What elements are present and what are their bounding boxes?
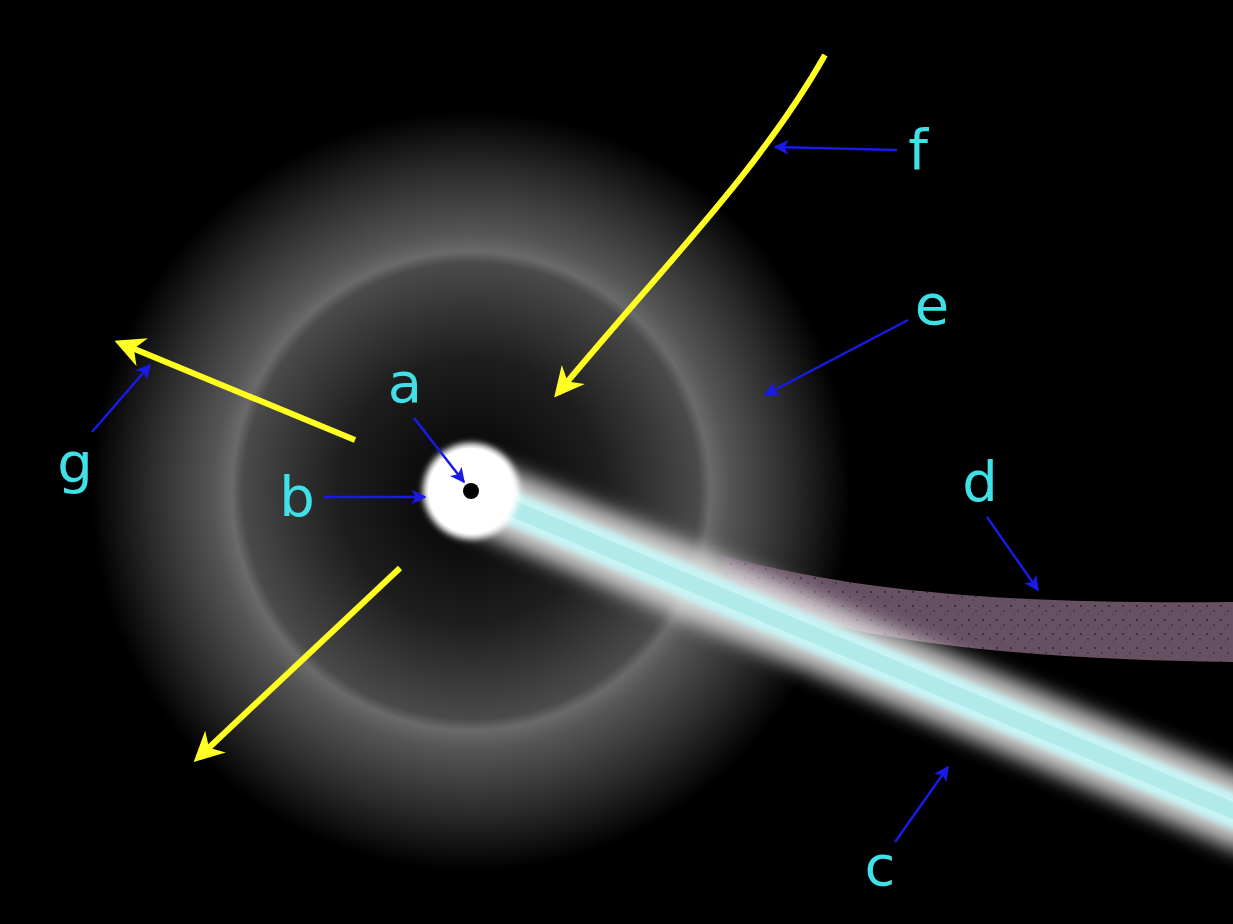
coma: [91, 111, 851, 871]
callout-letter: g: [57, 435, 93, 491]
nucleus: [463, 483, 479, 499]
callout-letter: d: [962, 454, 998, 510]
motion-arrows: [120, 55, 825, 758]
ion-tail: [471, 491, 1233, 822]
callout-letter: c: [865, 838, 896, 894]
nucleus-glow: [428, 448, 514, 534]
callout-letter: b: [279, 469, 315, 525]
callout-letter: e: [915, 277, 949, 333]
callout-letter: f: [908, 122, 928, 178]
leader-lines: [92, 147, 1038, 842]
callout-letter: a: [388, 355, 422, 411]
